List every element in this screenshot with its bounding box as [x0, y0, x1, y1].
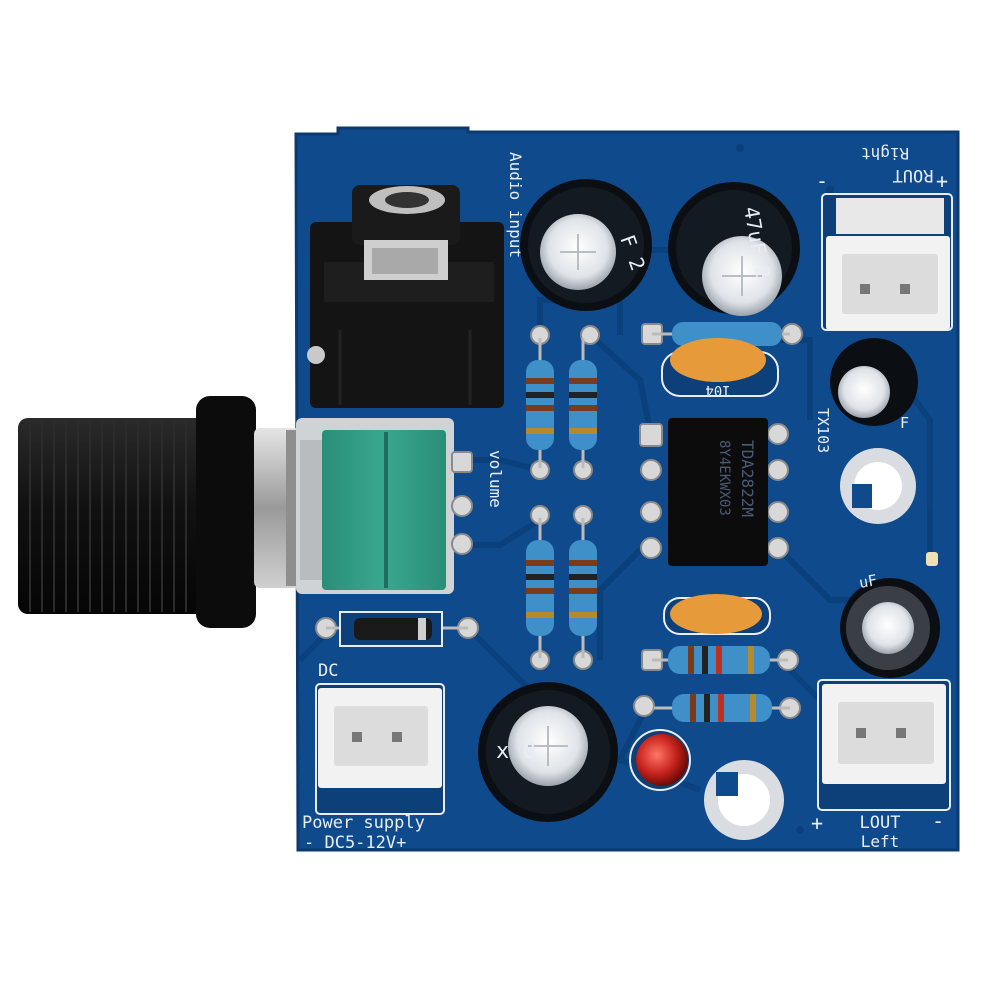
tx103-label: TX103 — [814, 408, 832, 453]
electrolytic-capacitor: uF — [840, 571, 940, 678]
silkscreen-labels: ROUT Right + - Audio input volume TX103 … — [302, 144, 948, 853]
audio-jack — [307, 185, 504, 408]
ic-batch-label: 8Y4EKWX03 — [716, 440, 732, 516]
ceramic-capacitor: 104 — [661, 338, 779, 398]
smd-led — [926, 552, 938, 566]
power-supply-label: Power supply — [302, 813, 425, 833]
right-label: Right — [861, 144, 909, 163]
electrolytic-capacitor: F — [830, 338, 918, 432]
lout-plus-label: + — [811, 811, 823, 835]
diode — [326, 611, 468, 647]
resistor — [526, 338, 554, 468]
resistor — [654, 694, 790, 722]
mounting-hole — [840, 448, 916, 524]
ceramic-capacitor — [663, 594, 771, 635]
rout-label: ROUT — [893, 165, 934, 185]
lout-label: LOUT — [860, 813, 901, 833]
amplifier-ic: TDA2822M 8Y4EKWX03 — [639, 418, 789, 566]
left-label: Left — [861, 832, 900, 851]
ic-model-label: TDA2822M — [738, 440, 757, 517]
dc-label: DC — [318, 661, 338, 681]
dc-range-label: - DC5-12V+ — [304, 833, 406, 853]
potentiometer — [296, 418, 454, 594]
resistor — [569, 338, 597, 468]
mounting-hole — [704, 760, 784, 840]
cap-right-label: F — [900, 414, 909, 432]
dc-connector[interactable] — [315, 683, 445, 815]
electrolytic-capacitor: 47uF 2 — [668, 182, 800, 316]
audio-input-label: Audio input — [506, 152, 525, 258]
cap-bottom-right-label: uF — [858, 571, 879, 592]
electrolytic-capacitor: F 2 — [520, 179, 652, 311]
cap-104-label: 104 — [705, 382, 730, 398]
volume-label: volume — [486, 450, 505, 508]
resistor — [652, 646, 788, 674]
cap-bottom-left-label: x 0 — [496, 739, 536, 764]
rout-plus-label: + — [936, 169, 948, 193]
lout-minus-label: - — [932, 809, 944, 833]
power-led — [629, 729, 691, 791]
rout-minus-label: - — [816, 169, 828, 193]
volume-knob[interactable] — [18, 396, 306, 628]
resistor — [569, 518, 597, 658]
rout-connector[interactable] — [821, 193, 953, 331]
resistor — [526, 518, 554, 658]
lout-connector[interactable] — [817, 679, 951, 811]
electrolytic-capacitor: x 0 — [478, 682, 618, 822]
